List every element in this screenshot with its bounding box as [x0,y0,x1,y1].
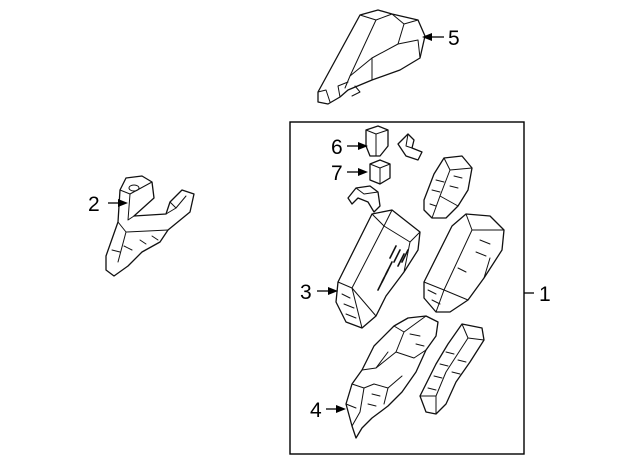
part-2-bracket[interactable] [105,175,195,277]
part-4-tray[interactable] [345,315,439,439]
leader-6 [347,142,368,150]
leader-4 [326,405,346,413]
part-3-fuse-box[interactable] [335,209,421,329]
retainer-clip [347,185,381,213]
callout-3: 3 [300,281,312,304]
small-clip [397,133,423,161]
leader-5 [422,33,444,41]
leader-3 [317,287,338,295]
connector-strip [419,323,485,415]
callout-5: 5 [448,27,460,50]
part-7-cap[interactable] [369,159,391,185]
leader-7 [347,168,368,176]
leader-2 [108,199,128,207]
assembly-box [289,121,525,455]
callout-7: 7 [331,162,343,185]
part-5-cover[interactable] [317,9,426,105]
relay-module-upper [423,155,473,219]
callout-2: 2 [88,193,100,216]
callout-4: 4 [310,399,322,422]
relay-module-middle [423,213,505,313]
callout-6: 6 [331,136,343,159]
callout-1: 1 [539,283,551,306]
part-6-clip[interactable] [365,125,389,157]
